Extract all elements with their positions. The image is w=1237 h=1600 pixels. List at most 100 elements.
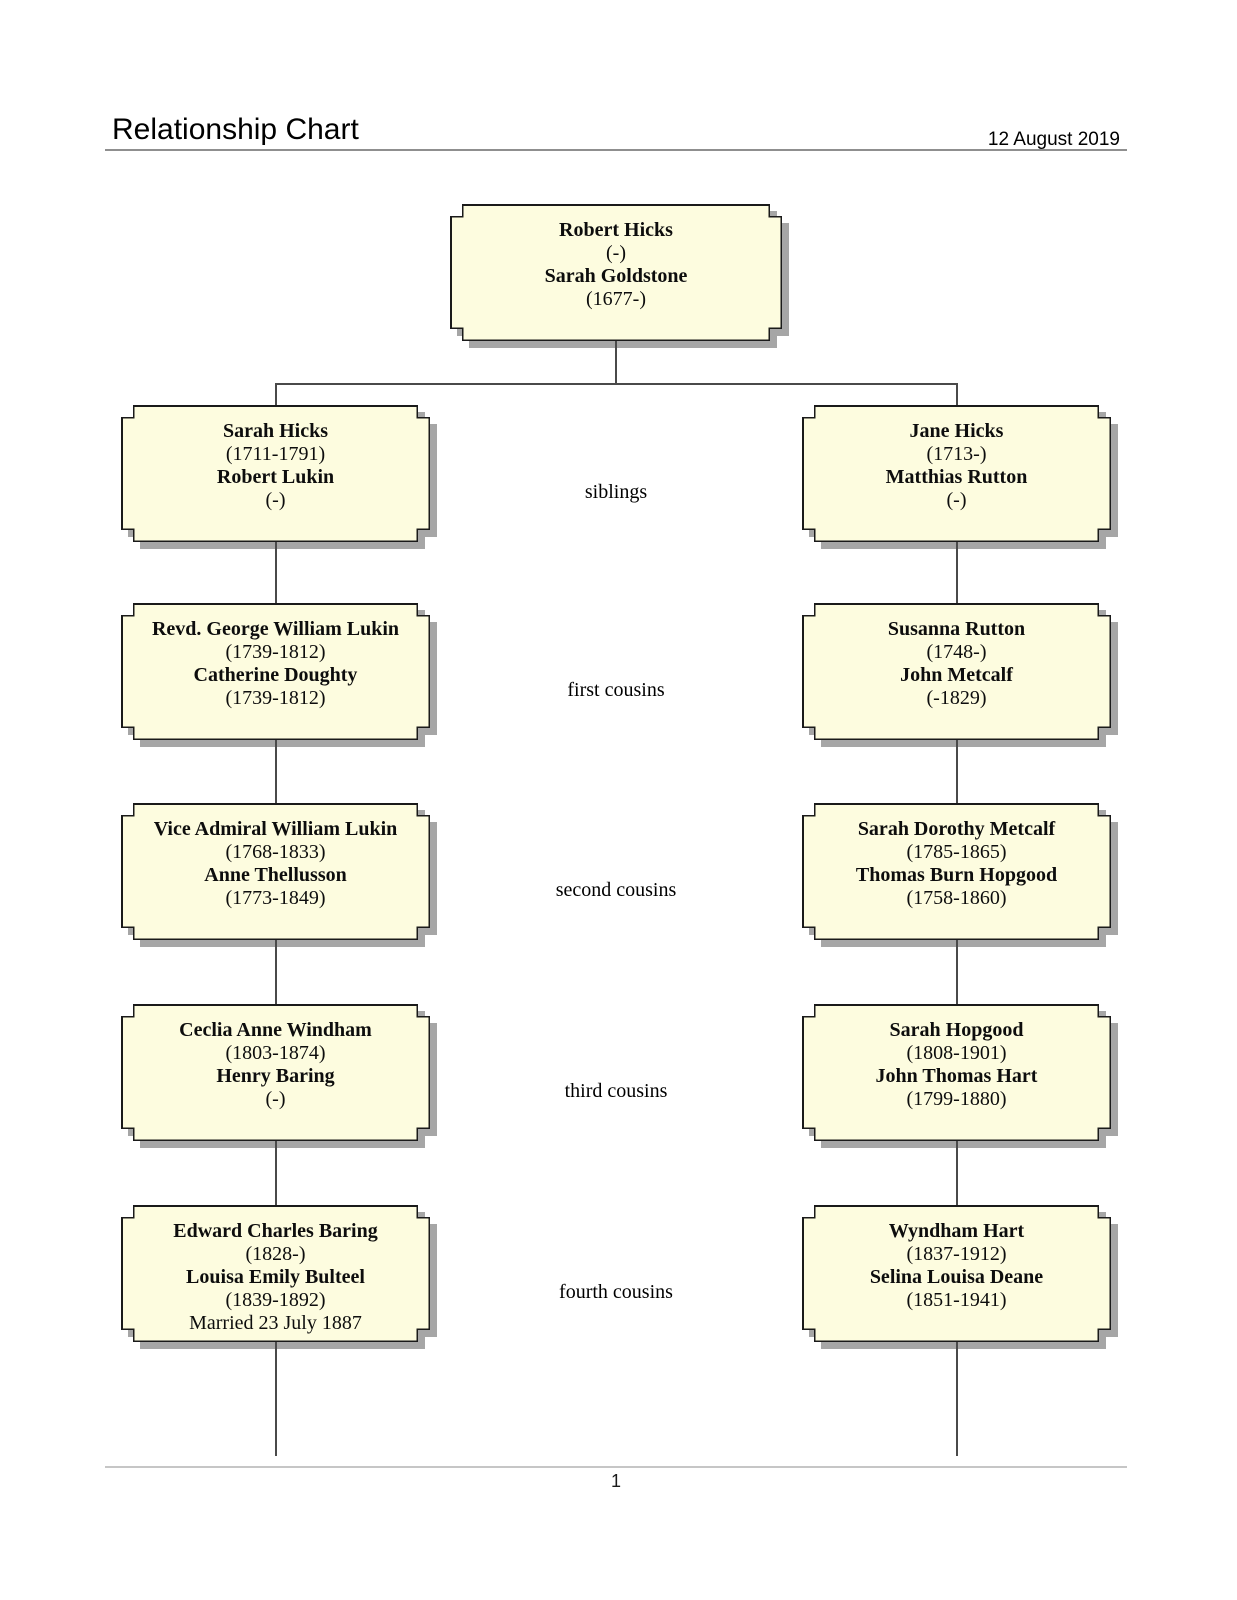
couple-box-left-5: Edward Charles Baring (1828-) Louisa Emi…: [121, 1205, 430, 1342]
person2-dates: (-): [946, 489, 967, 511]
person2-dates: (-): [265, 1088, 286, 1110]
box-fill: [123, 407, 429, 541]
person2-name: John Metcalf: [900, 664, 1013, 686]
box-fill: [452, 206, 781, 340]
person2-dates: (1799-1880): [906, 1088, 1007, 1110]
box-fill: [804, 805, 1110, 939]
couple-box-left-2: Revd. George William Lukin (1739-1812) C…: [121, 603, 430, 740]
header-rule: [105, 149, 1127, 151]
connector-left-4-5: [275, 1141, 277, 1205]
person2-dates: (1773-1849): [225, 887, 326, 909]
connector-right-3-4: [956, 940, 958, 1004]
person1-name: Sarah Dorothy Metcalf: [857, 818, 1056, 840]
connector-right-2-3: [956, 740, 958, 803]
box-fill: [804, 605, 1110, 739]
person1-dates: (1803-1874): [225, 1042, 326, 1064]
couple-box-text: Edward Charles Baring (1828-) Louisa Emi…: [121, 1205, 430, 1342]
couple-box-text: Vice Admiral William Lukin (1768-1833) A…: [121, 803, 430, 940]
report-date: 12 August 2019: [987, 129, 1120, 150]
couple-box-text: Sarah Hicks (1711-1791) Robert Lukin (-): [121, 405, 430, 542]
person1-dates: (-): [606, 242, 626, 264]
page-title: Relationship Chart: [112, 113, 359, 146]
connector-branch-horizontal: [275, 383, 958, 385]
couple-box-text: Revd. George William Lukin (1739-1812) C…: [121, 603, 430, 740]
person2-dates: (1677-): [586, 288, 646, 310]
couple-box-text: Sarah Hopgood (1808-1901) John Thomas Ha…: [802, 1004, 1111, 1141]
couple-box-left-4: Ceclia Anne Windham (1803-1874) Henry Ba…: [121, 1004, 430, 1141]
person1-dates: (1713-): [926, 443, 987, 465]
box-fill: [123, 1006, 429, 1140]
connector-right-1-2: [956, 542, 958, 603]
connector-right-4-5: [956, 1141, 958, 1205]
connector-right-drop: [956, 383, 958, 405]
person2-name: Louisa Emily Bulteel: [186, 1266, 365, 1288]
person2-dates: (1739-1812): [225, 687, 326, 709]
person1-name: Sarah Hicks: [222, 420, 329, 442]
person2-name: Sarah Goldstone: [544, 265, 688, 287]
person2-name: Anne Thellusson: [204, 864, 347, 886]
person1-name: Jane Hicks: [909, 420, 1004, 442]
person2-dates: (-1829): [926, 687, 987, 709]
couple-box-left-3: Vice Admiral William Lukin (1768-1833) A…: [121, 803, 430, 940]
connector-right-tail: [956, 1342, 958, 1456]
couple-box-root: Robert Hicks (-) Sarah Goldstone (1677-): [450, 204, 782, 341]
box-fill: [123, 1207, 429, 1341]
connector-left-1-2: [275, 542, 277, 603]
person2-dates: (1839-1892): [225, 1289, 326, 1311]
couple-box-text: Susanna Rutton (1748-) John Metcalf (-18…: [802, 603, 1111, 740]
marriage-note: Married 23 July 1887: [189, 1312, 362, 1334]
connector-left-tail: [275, 1342, 277, 1456]
person2-name: Thomas Burn Hopgood: [855, 864, 1058, 886]
couple-box-right-3: Sarah Dorothy Metcalf (1785-1865) Thomas…: [802, 803, 1111, 940]
person1-dates: (1837-1912): [906, 1243, 1007, 1265]
box-fill: [804, 1006, 1110, 1140]
person1-name: Susanna Rutton: [887, 618, 1026, 640]
couple-box-right-2: Susanna Rutton (1748-) John Metcalf (-18…: [802, 603, 1111, 740]
person2-dates: (1758-1860): [906, 887, 1007, 909]
person1-dates: (1768-1833): [225, 841, 326, 863]
couple-box-right-1: Jane Hicks (1713-) Matthias Rutton (-): [802, 405, 1111, 542]
person2-dates: (-): [265, 489, 286, 511]
box-fill: [123, 805, 429, 939]
person2-name: Henry Baring: [216, 1065, 335, 1087]
person1-dates: (1785-1865): [906, 841, 1007, 863]
person1-dates: (1711-1791): [225, 443, 326, 465]
relationship-label: first cousins: [567, 679, 665, 701]
relationship-label: second cousins: [555, 879, 677, 901]
person1-dates: (1808-1901): [906, 1042, 1007, 1064]
person1-name: Ceclia Anne Windham: [179, 1019, 372, 1041]
person2-name: Selina Louisa Deane: [869, 1266, 1044, 1288]
person1-name: Sarah Hopgood: [889, 1019, 1024, 1041]
person2-name: Robert Lukin: [216, 466, 335, 488]
box-fill: [123, 605, 429, 739]
relationship-label: siblings: [584, 481, 648, 503]
person1-name: Wyndham Hart: [888, 1220, 1025, 1242]
person2-dates: (1851-1941): [906, 1289, 1007, 1311]
footer-rule: [105, 1466, 1127, 1468]
couple-box-text: Robert Hicks (-) Sarah Goldstone (1677-): [450, 204, 782, 341]
person1-name: Robert Hicks: [559, 219, 673, 241]
person1-name: Revd. George William Lukin: [151, 618, 400, 640]
person1-dates: (1748-): [926, 641, 987, 663]
connector-root-stem: [615, 341, 617, 383]
connector-left-drop: [275, 383, 277, 405]
relationship-label: third cousins: [564, 1080, 668, 1102]
connector-left-2-3: [275, 740, 277, 803]
page-number: 1: [610, 1471, 621, 1491]
couple-box-right-5: Wyndham Hart (1837-1912) Selina Louisa D…: [802, 1205, 1111, 1342]
person1-dates: (1828-): [245, 1243, 306, 1265]
couple-box-left-1: Sarah Hicks (1711-1791) Robert Lukin (-): [121, 405, 430, 542]
person2-name: Matthias Rutton: [885, 466, 1028, 488]
person2-name: John Thomas Hart: [875, 1065, 1038, 1087]
couple-box-text: Sarah Dorothy Metcalf (1785-1865) Thomas…: [802, 803, 1111, 940]
person1-name: Edward Charles Baring: [173, 1220, 378, 1242]
person1-name: Vice Admiral William Lukin: [153, 818, 398, 840]
couple-box-text: Wyndham Hart (1837-1912) Selina Louisa D…: [802, 1205, 1111, 1342]
couple-box-text: Ceclia Anne Windham (1803-1874) Henry Ba…: [121, 1004, 430, 1141]
couple-box-right-4: Sarah Hopgood (1808-1901) John Thomas Ha…: [802, 1004, 1111, 1141]
relationship-label: fourth cousins: [559, 1281, 673, 1303]
connector-left-3-4: [275, 940, 277, 1004]
couple-box-text: Jane Hicks (1713-) Matthias Rutton (-): [802, 405, 1111, 542]
box-fill: [804, 1207, 1110, 1341]
